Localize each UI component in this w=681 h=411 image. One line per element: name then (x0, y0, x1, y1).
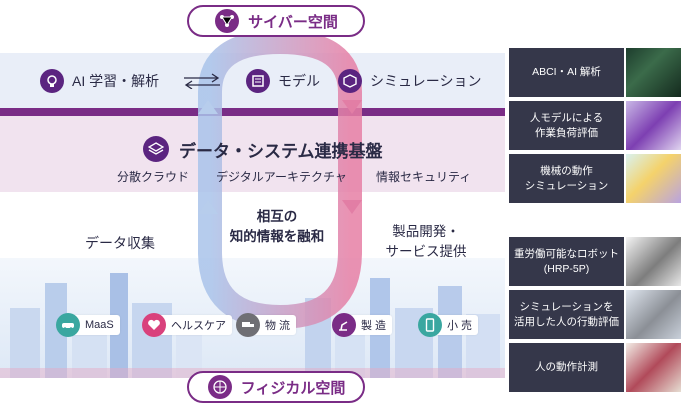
platform-item-architecture: デジタルアーキテクチャ (216, 170, 347, 184)
sidebar-item: シミュレーションを 活用した人の行動評価 (509, 290, 681, 339)
truck-icon (236, 313, 260, 337)
category-label: 物 流 (265, 320, 291, 332)
sidebar-label: ABCI・AI 解析 (509, 48, 624, 97)
fusion-line-1: 相互の (256, 209, 298, 224)
category-logistics[interactable]: 物 流 (236, 313, 297, 337)
sidebar-label: シミュレーションを 活用した人の行動評価 (509, 290, 624, 339)
model-label: モデル (278, 73, 320, 89)
motion-capture-photo (626, 343, 681, 392)
bidirectional-arrow-icon (184, 73, 220, 89)
platform-item-cloud: 分散クラウド (117, 170, 190, 184)
layers-icon (143, 136, 169, 162)
ai-analysis-item: AI 学習・解析 (40, 69, 159, 93)
data-collection-label: データ収集 (85, 235, 155, 251)
physical-space-title: フィジカル空間 (240, 379, 346, 397)
brain-bulb-icon (40, 69, 64, 93)
category-maas[interactable]: MaaS (56, 313, 120, 337)
neural-network-icon (215, 9, 240, 33)
ai-analysis-label: AI 学習・解析 (72, 73, 160, 89)
robot-photo (626, 237, 681, 286)
platform-title-group: データ・システム連携基盤 (143, 136, 383, 162)
cyber-space-title: サイバー空間 (248, 13, 338, 31)
physical-space-badge: フィジカル空間 (187, 371, 365, 403)
fusion-label: 相互の 知的情報を融和 (222, 207, 332, 247)
machine-sim-photo (626, 154, 681, 203)
category-label: MaaS (85, 319, 114, 331)
sidebar-label: 人の動作計測 (509, 343, 624, 392)
category-label: 小 売 (447, 320, 473, 332)
band-separator (0, 108, 505, 116)
category-retail[interactable]: 小 売 (418, 313, 479, 337)
smartphone-icon (418, 313, 442, 337)
sidebar-item: ABCI・AI 解析 (509, 48, 681, 97)
simulation-item: シミュレーション (338, 69, 481, 93)
platform-item-security: 情報セキュリティ (376, 170, 472, 184)
category-manufacturing[interactable]: 製 造 (332, 313, 393, 337)
robot-arm-icon (332, 313, 356, 337)
simulation-label: シミュレーション (370, 73, 482, 89)
globe-people-icon (207, 375, 232, 399)
sidebar-label: 重労働可能なロボット (HRP-5P) (509, 237, 624, 286)
sidebar-item: 重労働可能なロボット (HRP-5P) (509, 237, 681, 286)
service-line-2: サービス提供 (385, 244, 467, 259)
category-label: 製 造 (361, 320, 387, 332)
fusion-line-2: 知的情報を融和 (229, 229, 325, 244)
heart-icon (142, 313, 166, 337)
service-line-1: 製品開発・ (392, 224, 460, 239)
arrow-down-icon (342, 200, 362, 214)
model-board-icon (246, 69, 270, 93)
platform-title: データ・システム連携基盤 (179, 141, 383, 161)
human-model-photo (626, 101, 681, 150)
sidebar-item: 人モデルによる 作業負荷評価 (509, 101, 681, 150)
sidebar-item: 機械の動作 シミュレーション (509, 154, 681, 203)
sidebar-label: 機械の動作 シミュレーション (509, 154, 624, 203)
vr-person-photo (626, 290, 681, 339)
arrow-up-icon (198, 100, 218, 114)
service-label: 製品開発・ サービス提供 (376, 222, 476, 262)
arrow-up-icon (198, 200, 218, 214)
platform-band (0, 116, 505, 192)
model-item: モデル (246, 69, 320, 93)
integration-loop (198, 32, 362, 330)
cyber-space-badge: サイバー空間 (187, 5, 365, 37)
category-healthcare[interactable]: ヘルスケア (142, 313, 232, 337)
arrow-down-icon (342, 100, 362, 114)
server-room-photo (626, 48, 681, 97)
car-icon (56, 313, 80, 337)
sidebar-item: 人の動作計測 (509, 343, 681, 392)
sidebar-label: 人モデルによる 作業負荷評価 (509, 101, 624, 150)
cube-simulation-icon (338, 69, 362, 93)
category-label: ヘルスケア (171, 320, 226, 332)
